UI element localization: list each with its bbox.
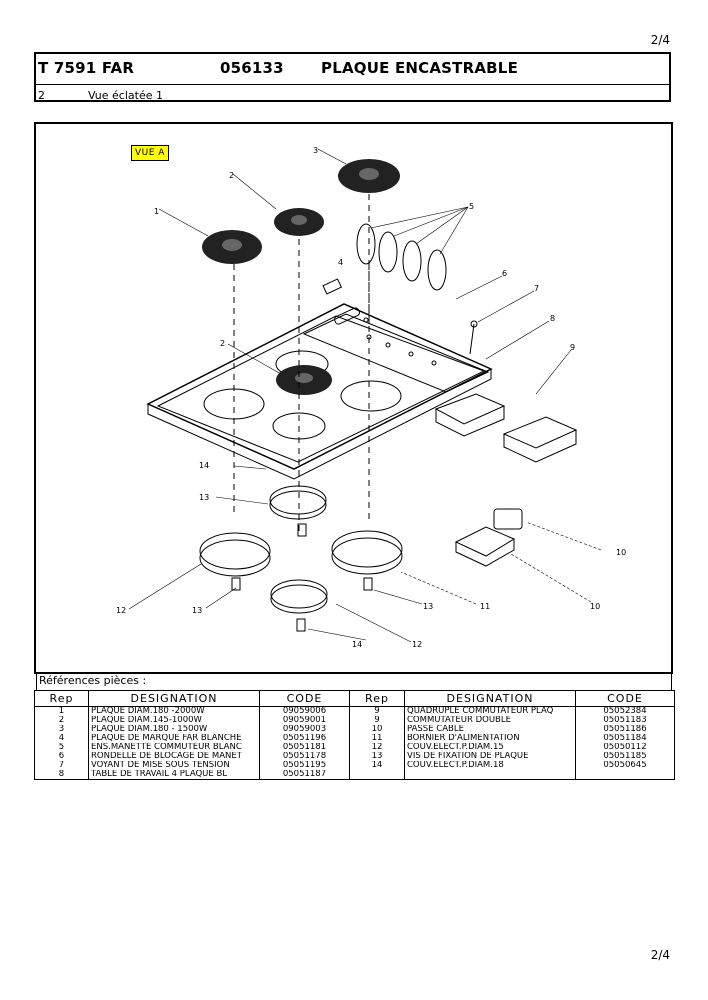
callout-12b: 11 bbox=[480, 602, 490, 611]
rep: 12 bbox=[349, 743, 405, 752]
code: 05051195 bbox=[259, 761, 350, 770]
table-row: 8 TABLE DE TRAVAIL 4 PLAQUE BL 05051187 bbox=[34, 770, 675, 780]
callout-13a: 13 bbox=[199, 493, 209, 502]
designation: VOYANT DE MISE SOUS TENSION bbox=[88, 761, 260, 770]
code: 05051196 bbox=[259, 734, 350, 743]
designation: PLAQUE DIAM.145-1000W bbox=[88, 716, 260, 725]
callout-2: 2 bbox=[229, 171, 234, 180]
callout-13d: 14 bbox=[352, 640, 362, 649]
section-title: Vue éclatée 1 bbox=[88, 89, 163, 102]
section-number: 2 bbox=[38, 89, 45, 102]
code bbox=[575, 770, 675, 780]
callout-5: 5 bbox=[469, 202, 474, 211]
designation: VIS DE FIXATION DE PLAQUE bbox=[404, 752, 576, 761]
designation: PLAQUE DIAM.180 - 1500W bbox=[88, 725, 260, 734]
rep: 1 bbox=[34, 706, 89, 716]
callout-12a: 12 bbox=[116, 606, 126, 615]
callout-9: 9 bbox=[570, 343, 575, 352]
designation: BORNIER D'ALIMENTATION bbox=[404, 734, 576, 743]
table-row: 4 PLAQUE DE MARQUE FAR BLANCHE 05051196 … bbox=[34, 734, 675, 743]
code: 05051183 bbox=[575, 716, 675, 725]
code: 05050112 bbox=[575, 743, 675, 752]
code: 09059003 bbox=[259, 725, 350, 734]
designation: PLAQUE DIAM.180 -2000W bbox=[88, 706, 260, 716]
table-row: 3 PLAQUE DIAM.180 - 1500W 09059003 10 PA… bbox=[34, 725, 675, 734]
designation: COUV.ELECT.P.DIAM.18 bbox=[404, 761, 576, 770]
rep: 7 bbox=[34, 761, 89, 770]
rep: 8 bbox=[34, 770, 89, 780]
rep: 5 bbox=[34, 743, 89, 752]
col-rep: Rep bbox=[34, 690, 89, 707]
callout-13c: 13 bbox=[423, 602, 433, 611]
code: 05051185 bbox=[575, 752, 675, 761]
rep: 9 bbox=[349, 716, 405, 725]
code: 05051178 bbox=[259, 752, 350, 761]
exploded-view-drawing: 1 2 3 4 5 6 7 8 9 2 14 13 12 13 13 14 12… bbox=[116, 146, 626, 649]
callout-8: 8 bbox=[550, 314, 555, 323]
header-box: T 7591 FAR 056133 PLAQUE ENCASTRABLE 2 V… bbox=[34, 52, 671, 102]
callout-11: 10 bbox=[590, 602, 600, 611]
rep bbox=[349, 770, 405, 780]
document-title: PLAQUE ENCASTRABLE bbox=[321, 59, 519, 77]
designation: PASSE CABLE bbox=[404, 725, 576, 734]
rep: 3 bbox=[34, 725, 89, 734]
rep: 11 bbox=[349, 734, 405, 743]
col-designation-2: DESIGNATION bbox=[404, 690, 576, 707]
designation: COMMUTATEUR DOUBLE bbox=[404, 716, 576, 725]
callout-14b: 12 bbox=[412, 640, 422, 649]
callout-13b: 13 bbox=[192, 606, 202, 615]
designation: PLAQUE DE MARQUE FAR BLANCHE bbox=[88, 734, 260, 743]
code: 05051187 bbox=[259, 770, 350, 780]
rep: 14 bbox=[349, 761, 405, 770]
designation: RONDELLE DE BLOCAGE DE MANET bbox=[88, 752, 260, 761]
table-row: 2 PLAQUE DIAM.145-1000W 09059001 9 COMMU… bbox=[34, 716, 675, 725]
code: 05050645 bbox=[575, 761, 675, 770]
model-code: 056133 bbox=[220, 59, 284, 77]
table-row: 5 ENS.MANETTE COMMUTEUR BLANC 05051181 1… bbox=[34, 743, 675, 752]
rep: 13 bbox=[349, 752, 405, 761]
code: 09059006 bbox=[259, 706, 350, 716]
table-header-row: Rep DESIGNATION CODE Rep DESIGNATION COD… bbox=[34, 690, 675, 707]
page-number-top: 2/4 bbox=[650, 33, 670, 47]
designation: TABLE DE TRAVAIL 4 PLAQUE BL bbox=[88, 770, 260, 780]
designation: COUV.ELECT.P.DIAM.15 bbox=[404, 743, 576, 752]
code: 05051186 bbox=[575, 725, 675, 734]
callout-4: 4 bbox=[338, 258, 343, 267]
table-row: 1 PLAQUE DIAM.180 -2000W 09059006 9 QUAD… bbox=[34, 706, 675, 716]
exploded-view-diagram: VUE A bbox=[34, 122, 673, 674]
col-designation: DESIGNATION bbox=[88, 690, 260, 707]
designation: QUADRUPLE COMMUTATEUR PLAQ bbox=[404, 706, 576, 716]
view-label: VUE A bbox=[131, 145, 169, 161]
page-number-bottom: 2/4 bbox=[650, 948, 670, 962]
code: 05051184 bbox=[575, 734, 675, 743]
designation bbox=[404, 770, 576, 780]
col-rep-2: Rep bbox=[349, 690, 405, 707]
model-name: T 7591 FAR bbox=[38, 59, 135, 77]
table-row: 6 RONDELLE DE BLOCAGE DE MANET 05051178 … bbox=[34, 752, 675, 761]
callout-2b: 2 bbox=[220, 339, 225, 348]
rep: 2 bbox=[34, 716, 89, 725]
callout-14a: 14 bbox=[199, 461, 209, 470]
rep: 9 bbox=[349, 706, 405, 716]
code: 05051181 bbox=[259, 743, 350, 752]
rep: 6 bbox=[34, 752, 89, 761]
table-row: 7 VOYANT DE MISE SOUS TENSION 05051195 1… bbox=[34, 761, 675, 770]
references-title: Références pièces : bbox=[36, 674, 672, 691]
rep: 10 bbox=[349, 725, 405, 734]
callout-1: 1 bbox=[154, 207, 159, 216]
parts-table: Rep DESIGNATION CODE Rep DESIGNATION COD… bbox=[34, 690, 675, 780]
code: 05052384 bbox=[575, 706, 675, 716]
callout-7: 7 bbox=[534, 284, 539, 293]
callout-10: 10 bbox=[616, 548, 626, 557]
header-divider bbox=[36, 84, 669, 85]
callout-3: 3 bbox=[313, 146, 318, 155]
callout-6: 6 bbox=[502, 269, 507, 278]
rep: 4 bbox=[34, 734, 89, 743]
col-code-2: CODE bbox=[575, 690, 675, 707]
code: 09059001 bbox=[259, 716, 350, 725]
designation: ENS.MANETTE COMMUTEUR BLANC bbox=[88, 743, 260, 752]
col-code: CODE bbox=[259, 690, 350, 707]
